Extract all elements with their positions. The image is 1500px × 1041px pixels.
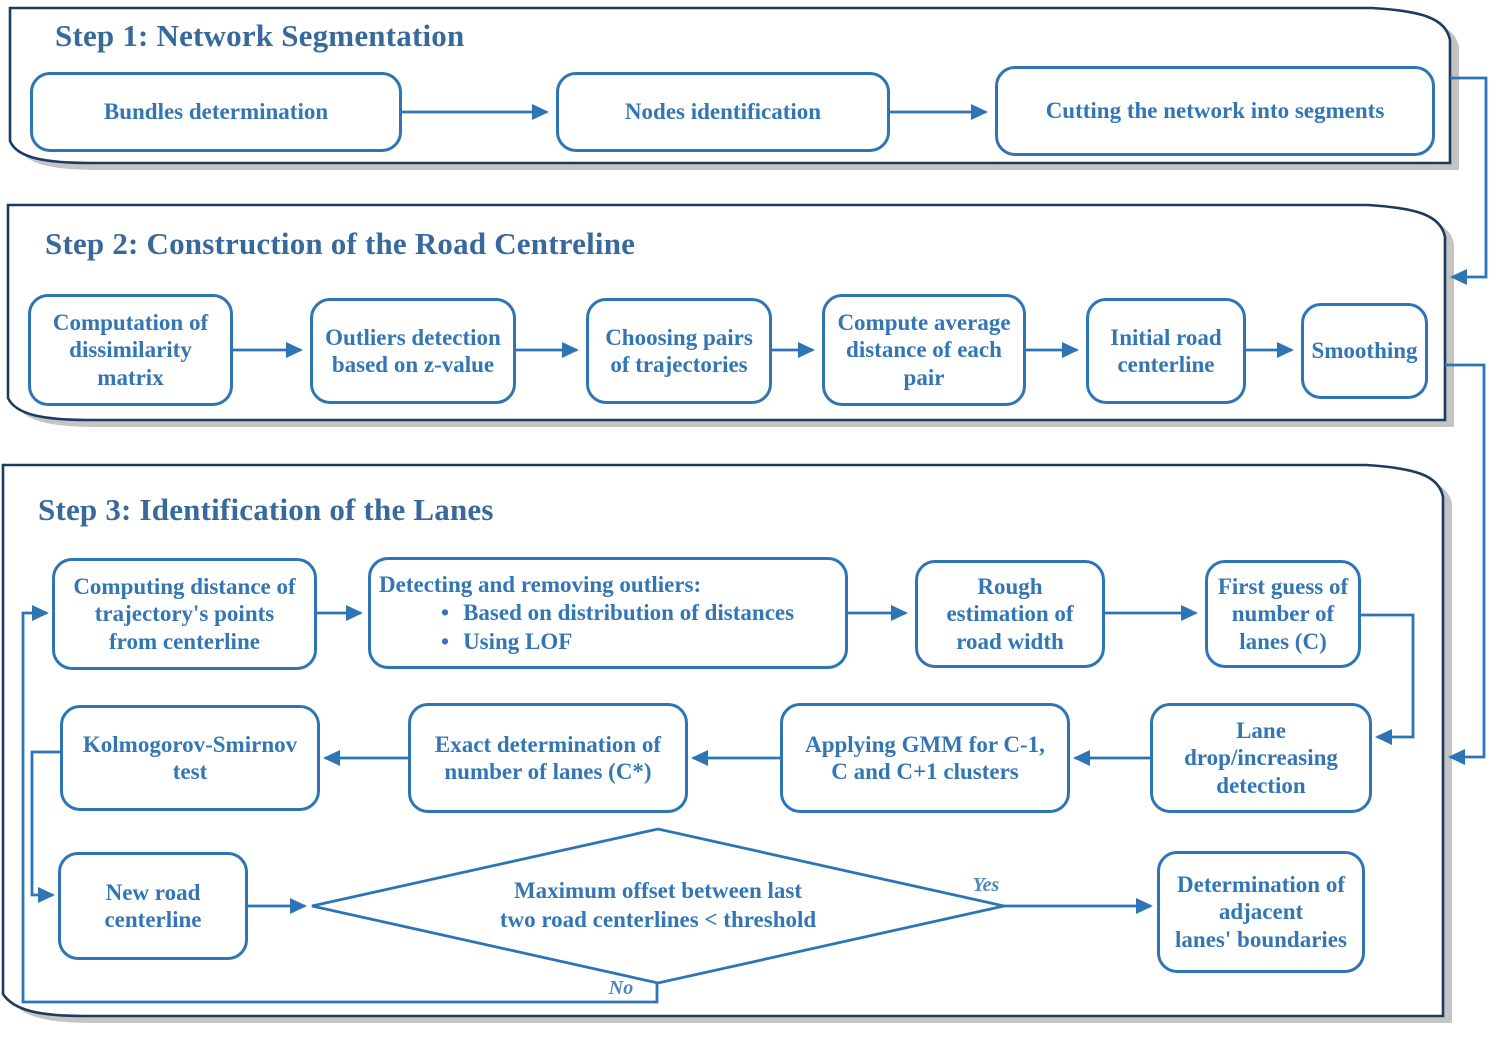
node-label: Determination of adjacent lanes' boundar…: [1175, 872, 1347, 952]
node-exact-determination: Exact determination of number of lanes (…: [408, 703, 688, 813]
node-label: Cutting the network into segments: [1045, 98, 1385, 124]
node-outliers-zvalue: Outliers detection based on z-value: [310, 298, 516, 404]
node-label: Exact determination of number of lanes (…: [434, 731, 662, 784]
node-label: Rough estimation of road width: [946, 574, 1074, 654]
connector-decision-no-loop: [21, 604, 659, 1004]
node-nodes-identification: Nodes identification: [556, 72, 890, 152]
node-kolmogorov-smirnov: Kolmogorov-Smirnov test: [60, 705, 320, 811]
bullet-label: Using LOF: [463, 628, 573, 654]
bullet-icon: •: [441, 628, 450, 654]
connector-firstguess-to-lanedrop: [1361, 613, 1415, 746]
node-label: Smoothing: [1311, 338, 1418, 364]
step1-title: Step 1: Network Segmentation: [55, 18, 465, 53]
node-applying-gmm: Applying GMM for C-1, C and C+1 clusters: [780, 703, 1070, 813]
step2-title: Step 2: Construction of the Road Centrel…: [45, 226, 636, 261]
node-new-road-centerline: New road centerline: [58, 852, 248, 960]
node-label: Applying GMM for C-1, C and C+1 clusters: [805, 731, 1045, 784]
yes-label: Yes: [972, 874, 1000, 896]
node-first-guess: First guess of number of lanes (C): [1205, 560, 1361, 668]
node-adjacent-boundaries: Determination of adjacent lanes' boundar…: [1157, 851, 1365, 973]
node-smoothing: Smoothing: [1301, 303, 1428, 399]
node-initial-centerline: Initial road centerline: [1086, 298, 1246, 404]
bullet-icon: •: [441, 600, 450, 626]
node-label: Lane drop/increasing detection: [1184, 718, 1338, 798]
connector-ks-to-newroad: [30, 750, 60, 904]
node-label: Choosing pairs of trajectories: [605, 324, 753, 377]
bullet-item: • Based on distribution of distances: [441, 599, 794, 627]
node-label: Nodes identification: [624, 99, 822, 125]
no-label: No: [608, 977, 634, 999]
node-label: Kolmogorov-Smirnov test: [82, 731, 298, 784]
node-label: New road centerline: [104, 879, 202, 932]
node-label: Compute average distance of each pair: [837, 310, 1011, 390]
node-label: Initial road centerline: [1110, 324, 1222, 377]
node-cutting-network: Cutting the network into segments: [995, 66, 1435, 156]
decision-diamond-label: Maximum offset between last two road cen…: [499, 878, 817, 932]
node-choosing-pairs: Choosing pairs of trajectories: [586, 298, 772, 404]
node-average-distance: Compute average distance of each pair: [822, 294, 1026, 406]
node-computing-distance: Computing distance of trajectory's point…: [52, 558, 317, 670]
bullet-label: Based on distribution of distances: [463, 600, 795, 626]
connector-step1-to-step2: [1450, 76, 1488, 286]
node-label: First guess of number of lanes (C): [1217, 574, 1349, 654]
bullet-item: • Using LOF: [441, 628, 572, 656]
node-dissimilarity-matrix: Computation of dissimilarity matrix: [28, 294, 233, 406]
decision-diamond: [311, 827, 1005, 985]
node-heading: Detecting and removing outliers:: [379, 571, 702, 597]
step3-title: Step 3: Identification of the Lanes: [38, 492, 494, 527]
node-bundles-determination: Bundles determination: [30, 72, 402, 152]
node-label: Bundles determination: [103, 99, 329, 125]
node-lane-drop: Lane drop/increasing detection: [1150, 703, 1372, 813]
node-detecting-outliers: Detecting and removing outliers: • Based…: [368, 557, 848, 669]
node-label: Computation of dissimilarity matrix: [52, 310, 209, 390]
node-label: Outliers detection based on z-value: [325, 324, 501, 377]
node-label: Computing distance of trajectory's point…: [73, 574, 296, 654]
node-rough-estimation: Rough estimation of road width: [915, 560, 1105, 668]
connector-step2-to-step3: [1445, 363, 1486, 766]
